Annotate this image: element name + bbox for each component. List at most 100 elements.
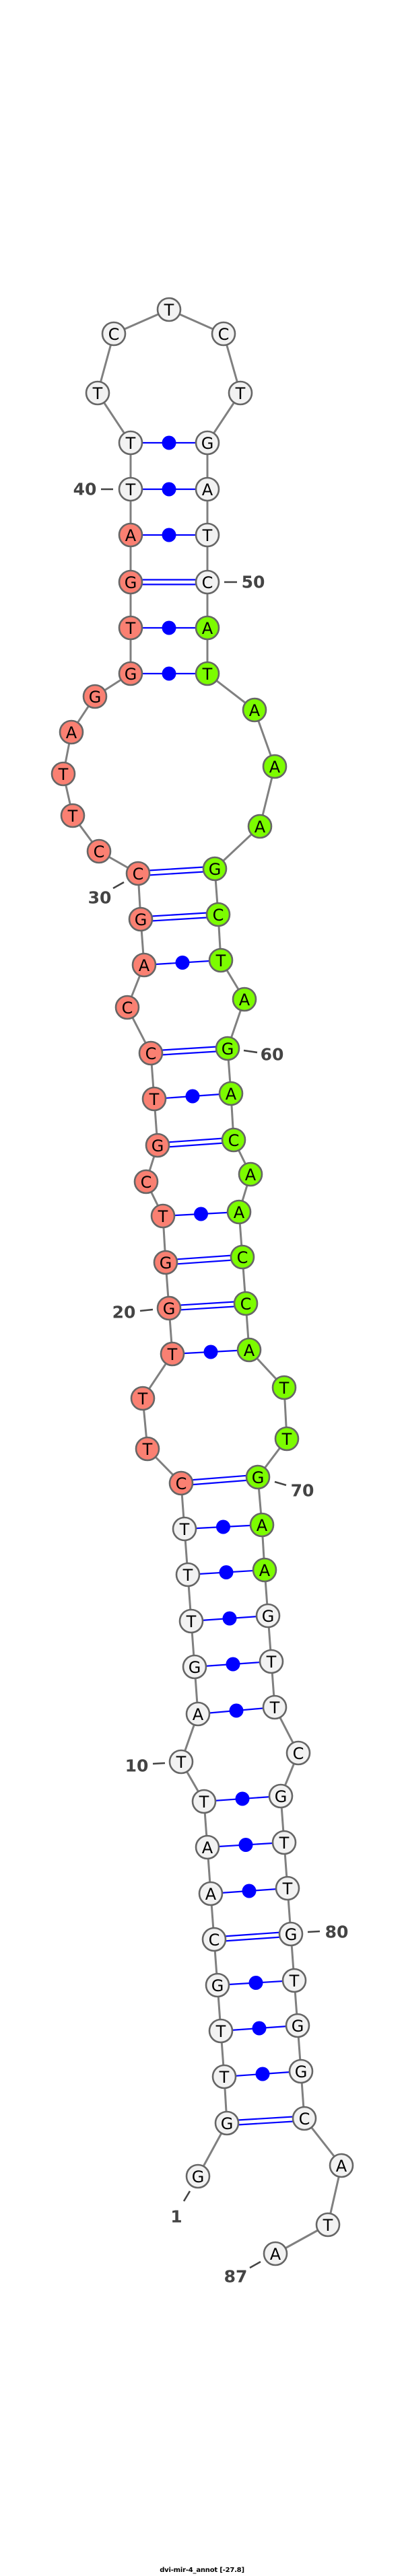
- nucleotide-circle: [156, 1295, 182, 1321]
- nucleotide-circle: [285, 1740, 311, 1766]
- nucleotide-50: C: [195, 569, 220, 595]
- nucleotide-43: C: [101, 321, 127, 347]
- pair-line: [166, 1258, 243, 1266]
- nucleotide-letter: A: [202, 480, 213, 499]
- nucleotide-2: G: [214, 2110, 240, 2136]
- nucleotide-circle: [195, 476, 220, 502]
- nucleotide-circle: [133, 1169, 159, 1194]
- position-label: 87: [224, 2267, 248, 2287]
- nucleotide-letter: C: [299, 2110, 310, 2128]
- position-tick: [274, 1480, 287, 1487]
- nucleotide-circle: [160, 1341, 185, 1367]
- nucleotide-circle: [205, 1972, 230, 1998]
- nucleotide-circle: [262, 1694, 288, 1720]
- nucleotide-13: T: [178, 1608, 204, 1634]
- pair-line: [157, 1137, 234, 1144]
- nucleotide-letter: A: [255, 818, 266, 836]
- nucleotide-letter: T: [279, 1379, 290, 1398]
- gc-pair-link: [157, 1137, 234, 1149]
- nucleotide-circle: [278, 1921, 304, 1947]
- nucleotide-53: A: [242, 697, 267, 723]
- pair-link-with-dot: [143, 956, 222, 970]
- nucleotide-letter: C: [237, 1248, 248, 1267]
- nucleotide-58: T: [208, 947, 234, 973]
- nucleotide-circle: [228, 380, 253, 406]
- nucleotide-68: T: [271, 1375, 297, 1400]
- nucleotide-circle: [201, 1927, 227, 1952]
- nucleotide-41: T: [118, 430, 143, 456]
- nucleotide-letter: T: [167, 1345, 178, 1364]
- nucleotide-14: T: [175, 1562, 201, 1587]
- nucleotide-circle: [150, 1203, 176, 1229]
- nucleotide-64: A: [226, 1199, 252, 1225]
- nucleotide-letter: T: [219, 2068, 230, 2087]
- nucleotide-84: C: [292, 2106, 317, 2131]
- nucleotide-10: T: [168, 1749, 194, 1775]
- nucleotide-5: G: [205, 1972, 230, 1998]
- nucleotide-circle: [125, 861, 151, 886]
- nucleotide-circle: [238, 1161, 263, 1187]
- pair-line: [169, 1305, 246, 1312]
- nucleotide-circle: [185, 2163, 211, 2189]
- nucleotide-letter: G: [221, 2114, 234, 2133]
- pair-link-with-dot: [184, 1519, 263, 1534]
- nucleotide-83: G: [288, 2059, 314, 2084]
- nucleotide-letter: G: [222, 1040, 234, 1059]
- nucleotide-25: T: [141, 1086, 167, 1112]
- nucleotide-letter: A: [202, 619, 213, 638]
- nucleotide-86: T: [315, 2212, 341, 2238]
- pair-link-with-dot: [131, 482, 207, 497]
- pair-link-with-dot: [191, 1611, 269, 1626]
- nucleotide-circle: [195, 661, 220, 686]
- nucleotide-letter: T: [125, 480, 136, 499]
- nucleotide-circle: [242, 697, 267, 723]
- pair-link-with-dot: [131, 528, 207, 542]
- pair-line: [151, 1050, 228, 1057]
- nucleotide-37: T: [118, 615, 143, 641]
- nucleotide-letter: G: [211, 1976, 224, 1995]
- nucleotide-18: T: [130, 1386, 156, 1411]
- pair-line: [214, 1935, 292, 1943]
- nucleotide-66: C: [233, 1291, 259, 1316]
- nucleotide-71: A: [249, 1512, 275, 1538]
- position-label: 20: [112, 1303, 136, 1322]
- nucleotide-72: A: [252, 1557, 277, 1583]
- pair-dot: [229, 1703, 244, 1718]
- pair-dot: [162, 528, 176, 542]
- nucleotide-circle: [274, 1426, 300, 1452]
- nucleotide-letter: T: [202, 526, 213, 545]
- nucleotide-circle: [191, 1789, 217, 1814]
- nucleotide-57: C: [205, 902, 231, 927]
- nucleotide-80: G: [278, 1921, 304, 1947]
- nucleotide-circle: [292, 2106, 317, 2131]
- nucleotide-letter: A: [244, 1341, 255, 1360]
- nucleotide-letter: T: [92, 384, 103, 403]
- nucleotide-letter: G: [285, 1925, 298, 1944]
- nucleotide-circle: [195, 1834, 220, 1860]
- pair-link-with-dot: [224, 2067, 302, 2081]
- pair-line: [180, 1474, 258, 1482]
- pair-dot: [255, 2067, 270, 2081]
- nucleotide-circle: [285, 2013, 310, 2038]
- nucleotide-letter: C: [228, 1131, 240, 1150]
- nucleotide-circle: [141, 1086, 167, 1112]
- nucleotide-circle: [128, 906, 154, 932]
- nucleotide-circle: [202, 856, 228, 882]
- nucleotide-circle: [208, 2018, 234, 2044]
- nucleotide-45: C: [211, 321, 236, 347]
- nucleotide-35: G: [82, 684, 108, 709]
- pair-link-with-dot: [131, 620, 207, 635]
- nucleotide-22: T: [150, 1203, 176, 1229]
- nucleotide-letter: C: [176, 1474, 187, 1493]
- nucleotide-circle: [247, 814, 273, 839]
- position-tick: [243, 1049, 258, 1054]
- nucleotide-circle: [59, 719, 84, 745]
- nucleotide-circle: [195, 569, 220, 595]
- nucleotide-79: T: [275, 1875, 300, 1901]
- nucleotide-circle: [60, 803, 86, 828]
- nucleotide-letter: C: [145, 1044, 157, 1063]
- nucleotide-letter: A: [205, 1885, 217, 1904]
- nucleotide-letter: C: [293, 1744, 304, 1763]
- diagram-title: dvi-mir-4_annot [-27.8]: [160, 2567, 244, 2574]
